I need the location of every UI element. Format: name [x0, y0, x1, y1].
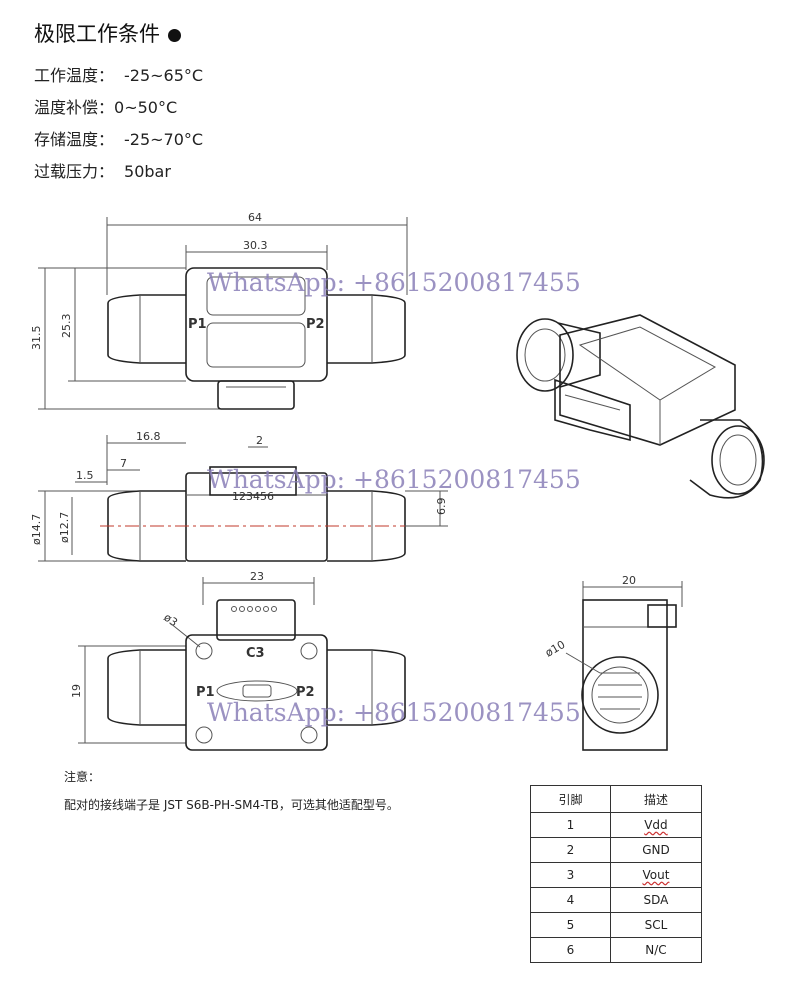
- spec-operating-temp: 工作温度：-25~65°C: [34, 66, 204, 85]
- dim-16-8: 16.8: [136, 430, 161, 443]
- header-pin: 引脚: [530, 785, 611, 813]
- spec-storage-temp: 存储温度：-25~70°C: [34, 130, 204, 149]
- dim-dia-10: ø10: [543, 638, 567, 660]
- dim-dia-3: ø3: [161, 611, 180, 630]
- note-text: 配对的接线端子是 JST S6B-PH-SM4-TB，可选其他适配型号。: [64, 798, 399, 812]
- table-row: 1 Vdd: [530, 812, 703, 838]
- pin-numbers-label: 123456: [232, 490, 274, 503]
- table-header-row: 引脚 描述: [530, 785, 703, 813]
- dim-20: 20: [622, 574, 636, 587]
- dim-dia-12-7: ø12.7: [58, 512, 71, 543]
- table-row: 5 SCL: [530, 912, 703, 938]
- dim-64: 64: [248, 211, 262, 224]
- spec-compensation-temp: 温度补偿：0~50°C: [34, 98, 178, 117]
- watermark-3: WhatsApp: +8615200817455: [207, 698, 581, 727]
- table-row: 2 GND: [530, 837, 703, 863]
- port-p2-label: P2: [306, 317, 325, 332]
- top-view: 64 30.3 31.5 25.3 P1 P2: [30, 211, 408, 410]
- note-title: 注意：: [64, 770, 101, 784]
- watermark-1: WhatsApp: +8615200817455: [207, 268, 581, 297]
- dim-7: 7: [120, 457, 127, 470]
- spec-overload-pressure: 过载压力：50bar: [34, 162, 171, 181]
- dim-6-9: 6.9: [435, 498, 448, 516]
- dim-31-5: 31.5: [30, 326, 43, 351]
- dim-19: 19: [70, 684, 83, 698]
- table-row: 3 Vout: [530, 862, 703, 888]
- page-title: 极限工作条件: [34, 18, 181, 48]
- bottom-p2-label: P2: [296, 685, 315, 700]
- table-row: 6 N/C: [530, 937, 703, 963]
- side-view: 16.8 2 7 1.5 ø14.7 ø12.7 123456 6.9: [30, 430, 448, 562]
- isometric-view: [516, 314, 765, 499]
- dim-23: 23: [250, 570, 264, 583]
- port-p1-label: P1: [188, 317, 207, 332]
- technical-drawing: 64 30.3 31.5 25.3 P1 P2: [30, 211, 765, 751]
- pin-table: 引脚 描述 1 Vdd 2 GND 3 Vout 4 SDA 5 SCL 6 N…: [530, 785, 703, 963]
- dim-2: 2: [256, 434, 263, 447]
- c3-label: C3: [246, 646, 265, 661]
- header-desc: 描述: [609, 785, 703, 813]
- dim-25-3: 25.3: [60, 314, 73, 339]
- table-row: 4 SDA: [530, 887, 703, 913]
- bottom-view: 23 ø3 19 C3 P1 P2: [70, 570, 406, 751]
- watermark-2: WhatsApp: +8615200817455: [207, 465, 581, 494]
- bullet-dot-icon: [168, 28, 181, 42]
- dim-dia-14-7: ø14.7: [30, 514, 43, 545]
- bottom-p1-label: P1: [196, 685, 215, 700]
- dim-1-5: 1.5: [76, 469, 94, 482]
- dim-30-3: 30.3: [243, 239, 268, 252]
